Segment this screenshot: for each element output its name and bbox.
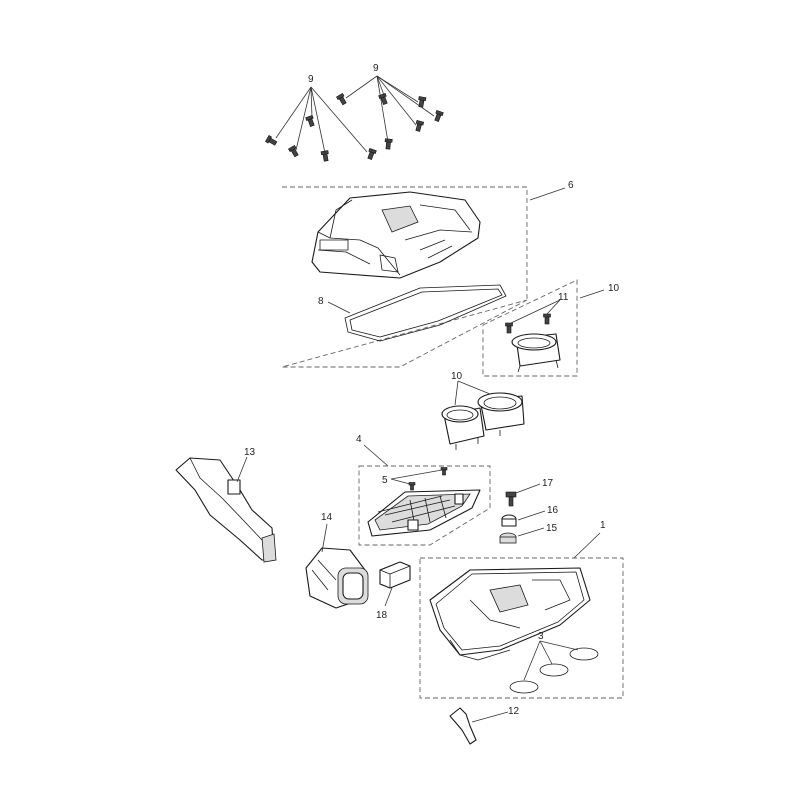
callout-1: 1 bbox=[600, 520, 606, 531]
callout-18: 18 bbox=[376, 610, 388, 621]
screw bbox=[384, 138, 393, 150]
hose-12 bbox=[449, 707, 477, 745]
duct-inlet bbox=[305, 547, 369, 609]
grommet-15 bbox=[499, 532, 517, 544]
base-assembly-box bbox=[419, 557, 624, 699]
callout-6: 6 bbox=[568, 180, 574, 191]
screw bbox=[288, 145, 299, 158]
screw bbox=[305, 114, 315, 128]
screw bbox=[408, 482, 416, 491]
air-filter bbox=[367, 489, 481, 537]
callout-11: 11 bbox=[558, 292, 569, 303]
foam-block-18 bbox=[379, 561, 411, 589]
screws-group-right bbox=[336, 92, 444, 150]
callout-15: 15 bbox=[546, 523, 558, 534]
callout-8: 8 bbox=[318, 296, 324, 307]
callout-14: 14 bbox=[321, 512, 333, 523]
lid-assembly-box bbox=[281, 186, 528, 368]
callout-10: 10 bbox=[451, 371, 463, 382]
o-rings-3 bbox=[509, 647, 599, 694]
callout-16: 16 bbox=[547, 505, 559, 516]
screw bbox=[418, 96, 427, 108]
callout-4: 4 bbox=[356, 434, 362, 445]
screw bbox=[320, 150, 329, 162]
filter-screws bbox=[408, 467, 448, 491]
callout-labels: 9 9 6 8 11 10 10 13 4 5 17 16 15 14 1 18… bbox=[244, 63, 620, 717]
callout-9: 9 bbox=[308, 74, 314, 85]
airbox-lid bbox=[311, 191, 481, 279]
screw bbox=[265, 135, 278, 146]
screw bbox=[543, 313, 551, 325]
screw bbox=[505, 322, 513, 334]
lid-gasket bbox=[344, 284, 507, 342]
screw bbox=[434, 109, 444, 123]
screw bbox=[336, 93, 347, 106]
callout-10: 10 bbox=[608, 283, 620, 294]
callout-12: 12 bbox=[508, 706, 520, 717]
trumpet-assembly-box bbox=[482, 279, 578, 377]
callout-9: 9 bbox=[373, 63, 379, 74]
screw bbox=[367, 147, 377, 161]
filter-assembly-box bbox=[358, 465, 491, 546]
callout-17: 17 bbox=[542, 478, 554, 489]
callout-3: 3 bbox=[538, 631, 544, 642]
callout-13: 13 bbox=[244, 447, 256, 458]
screw bbox=[440, 467, 448, 476]
callout-5: 5 bbox=[382, 475, 388, 486]
leaders-9 bbox=[275, 75, 435, 154]
intake-trumpets-pair bbox=[441, 392, 525, 450]
bolt-17 bbox=[505, 491, 517, 507]
intake-duct bbox=[175, 457, 277, 563]
trumpet-screws bbox=[505, 313, 551, 334]
bush-16 bbox=[501, 514, 517, 527]
screw bbox=[415, 120, 425, 132]
intake-trumpet-single bbox=[511, 333, 561, 373]
airbox-base bbox=[429, 567, 591, 661]
screws-group-left bbox=[265, 114, 377, 162]
